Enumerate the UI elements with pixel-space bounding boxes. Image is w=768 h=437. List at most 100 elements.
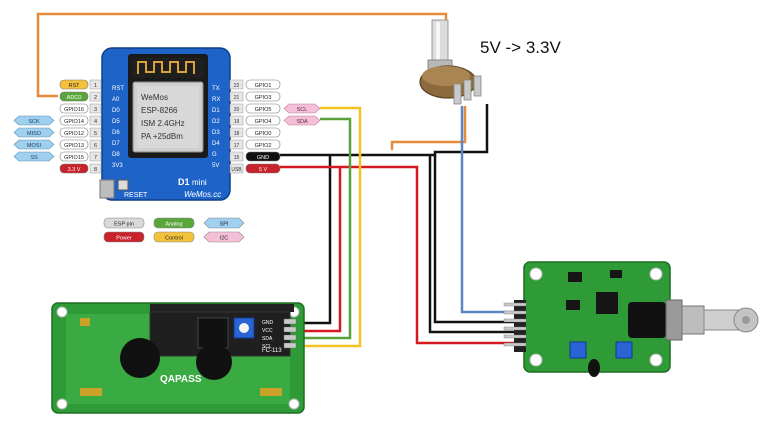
voltage-divider-note: 5V -> 3.3V [480,38,561,57]
pin-label-pill [59,151,89,162]
pin-label-pill [59,139,89,150]
left-silk-label: RST [112,86,124,92]
pin-number-box [229,127,244,138]
pin-number-box [89,151,102,162]
i2c-chip [197,317,229,349]
legend-swatch [103,217,145,229]
lcd-header-pin [283,318,297,325]
module-text-line: ISM 2.4GHz [141,119,185,128]
buzzer-disc-2 [196,344,232,380]
pin-number: 15 [234,155,240,161]
ph-header-pin [503,326,527,331]
ph-header-pin [503,310,527,315]
pin-number: 7 [94,155,97,161]
pin-label-pill [59,103,89,114]
pin-number-box [229,139,244,150]
pin-label-text: GPIO15 [64,155,84,161]
pin-label-text: GPIO13 [64,143,84,149]
ph-header-pins [503,302,527,347]
spi-tag [13,127,55,138]
pin-label-pill [245,163,281,174]
spi-tag [13,115,55,126]
pin-label-text: GPIO0 [255,131,272,137]
right-silk-label: D3 [212,130,220,136]
reset-button[interactable] [117,179,129,191]
left-silk-label: A0 [112,97,120,103]
module-text-line: WeMos [141,93,168,102]
pin-label-pill [245,115,281,126]
ph-chip [596,292,618,314]
orange-wiper-to-adc [390,106,467,150]
pin-label-pill [59,163,89,174]
pin-number-box [89,79,102,90]
ph-chip-small [566,300,580,310]
pin-label-pill [245,139,281,150]
right-silk-label: G [212,152,217,158]
mount-hole [56,398,68,410]
mount-hole [529,353,543,367]
pin-label-text: GPIO5 [255,107,272,113]
pin-label-pill [245,151,281,162]
pin-label-pill [59,79,89,90]
green-wire-sda [296,117,352,340]
pin-number-box [229,115,244,126]
buzzer-disc [120,338,160,378]
pin-number: USB [231,167,242,173]
ph-header-pin [503,334,527,339]
mount-hole [288,398,300,410]
pin-number: 2 [94,95,97,101]
lcd-pad [260,388,282,396]
spi-tag-label: MISO [27,131,42,137]
pin-number: 6 [94,143,97,149]
lcd-header-pin [283,326,297,333]
legend-label: I2C [220,236,229,242]
right-silk-label: D2 [212,119,220,125]
mount-hole [649,267,663,281]
pin-label-text: 3.3 V [68,167,81,173]
pin-label-pill [245,127,281,138]
legend-swatch [203,217,245,229]
pot-terminal [463,79,472,101]
orange-wire [36,12,448,98]
lcd-pin-label: GND [262,320,274,326]
pin-label-text: 5 V [259,167,268,173]
pin-label-text: RST [69,83,81,89]
trimmer-pot[interactable] [615,341,633,359]
trimmer-pot[interactable] [569,341,587,359]
legend-swatch [203,231,245,243]
black-wire-to-ph [433,155,520,324]
pin-label-pill [59,91,89,102]
spi-tag [13,139,55,150]
right-silk-label: D4 [212,141,220,147]
pin-number-box [229,151,244,162]
blue-wire-signal [460,106,520,314]
pin-label-text: GPIO14 [64,119,84,125]
bnc-sleeve [681,305,705,335]
i2c-tag-label: SCL [297,107,308,113]
mount-hole [649,353,663,367]
lcd-pin-label: SCL [262,344,272,350]
wires [36,12,520,348]
pin-label-pill [245,91,281,102]
pin-number: 21 [234,95,240,101]
reset-label: RESET [124,192,148,199]
pin-number: 3 [94,107,97,113]
d1-label: D1 [178,177,190,187]
ph-sensor-board [503,261,759,377]
ph-header-pin [503,342,527,347]
red-wire-5v [280,165,520,345]
pin-number: 17 [234,143,240,149]
left-silk-label: D0 [112,108,120,114]
pin-label-text: GPIO3 [255,95,272,101]
pin-label-text: GPIO1 [255,83,272,89]
legend-label: Power [116,236,132,242]
lcd-brand: QAPASS [160,374,202,385]
legend-swatch [103,231,145,243]
right-silk-label: RX [212,97,220,103]
spi-tag [13,151,55,162]
